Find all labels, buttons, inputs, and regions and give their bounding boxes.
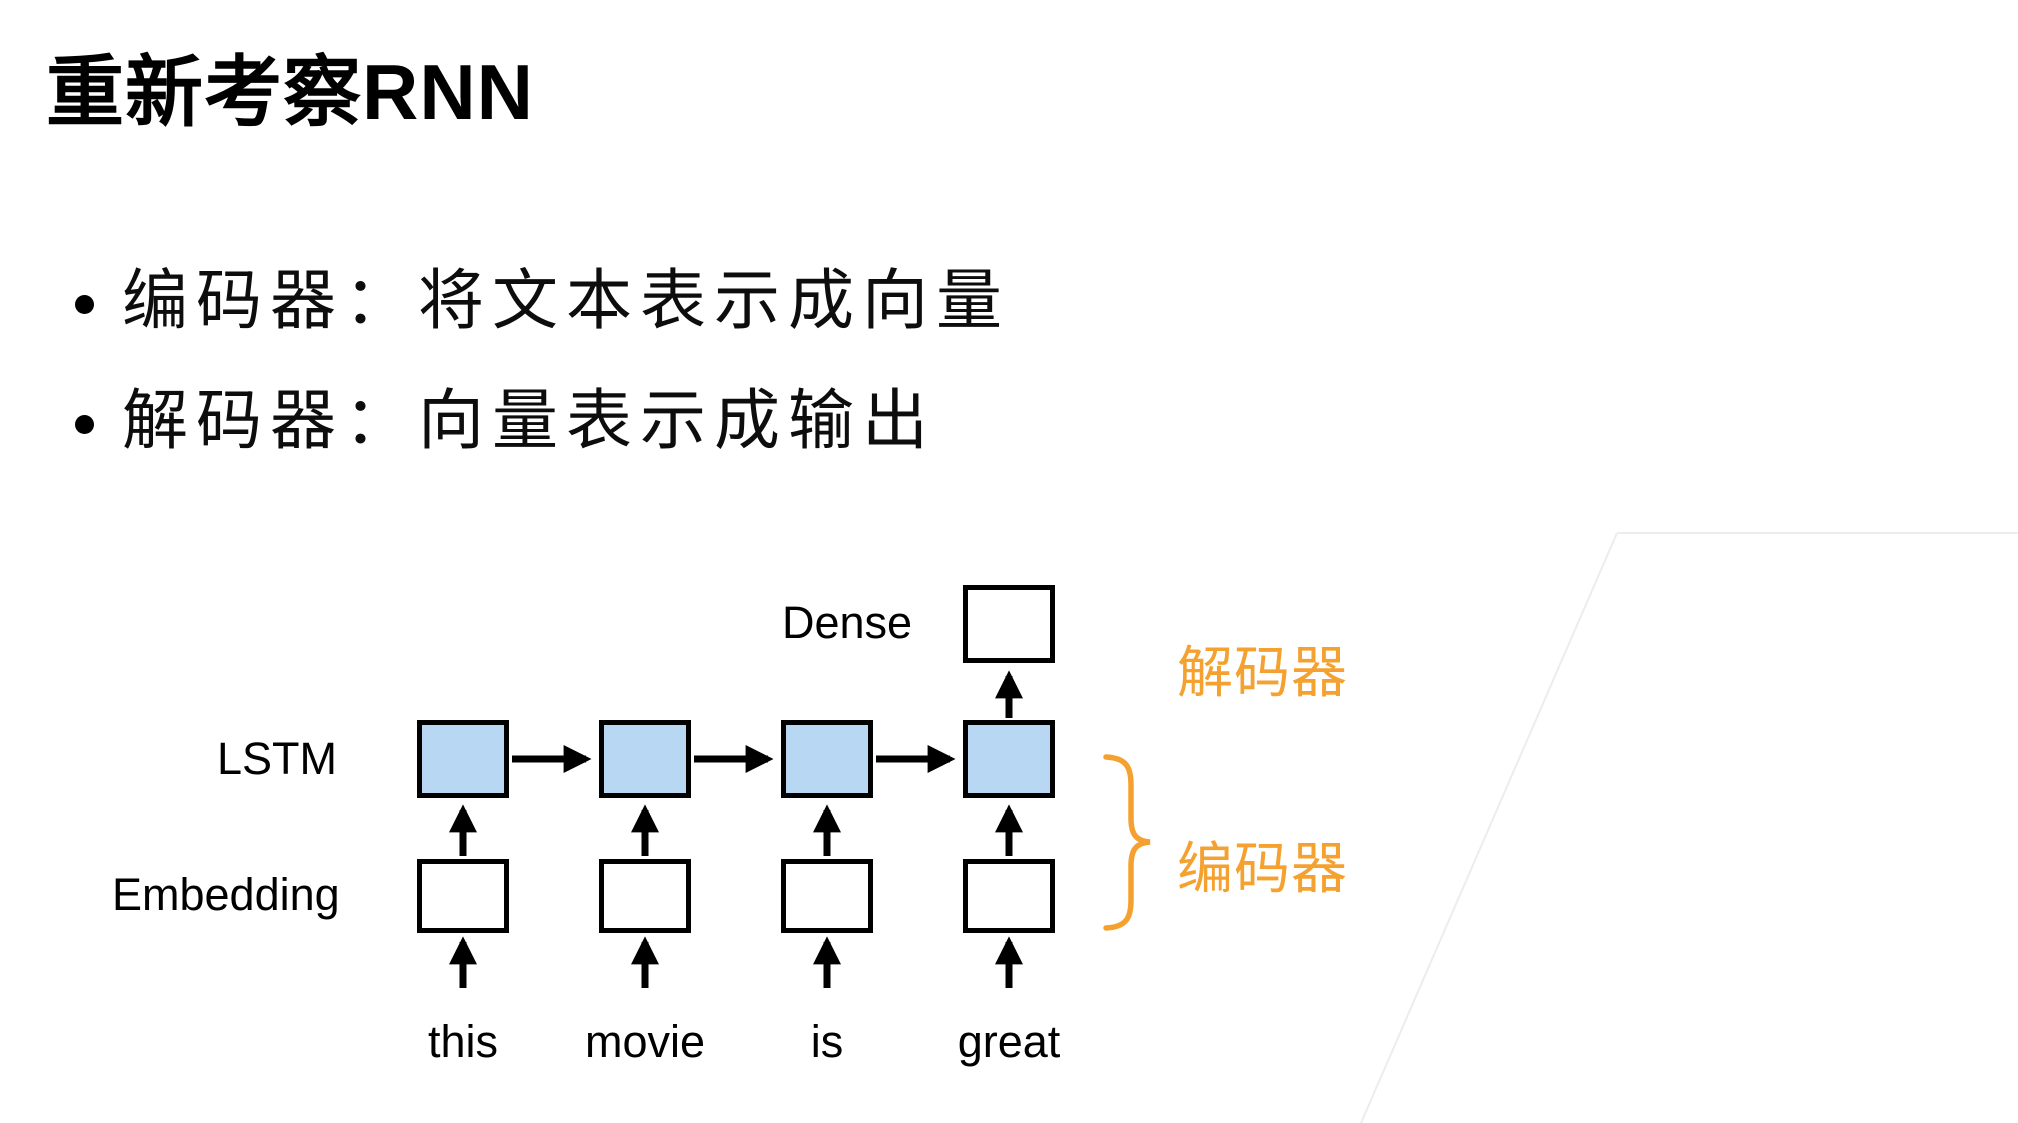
lstm-box-4 [963, 720, 1055, 798]
bullet-text: 解码器：向量表示成输出 [122, 383, 936, 457]
input-word-3: is [810, 1016, 844, 1067]
embedding-box-1 [417, 859, 509, 933]
bullet-item-decoder: 解码器：向量表示成输出 [75, 372, 936, 468]
bullet-dot-icon [75, 294, 94, 314]
embedding-to-lstm-arrows [449, 804, 1023, 856]
input-word-2: movie [584, 1016, 706, 1067]
encoder-brace [1103, 754, 1151, 931]
slide-title: 重新考察RNN [46, 48, 534, 136]
lstm-box-1 [417, 720, 509, 798]
bullet-item-encoder: 编码器：将文本表示成向量 [75, 252, 1010, 348]
embedding-label: Embedding [112, 869, 340, 920]
input-word-1: this [427, 1016, 499, 1067]
decoder-annotation: 解码器 [1177, 641, 1348, 704]
lstm-box-3 [781, 720, 873, 798]
background-template-lines [1360, 532, 2018, 1123]
dense-box [963, 585, 1055, 663]
embedding-box-3 [781, 859, 873, 933]
input-word-4: great [957, 1016, 1061, 1067]
lstm-box-2 [599, 720, 691, 798]
encoder-annotation: 编码器 [1177, 837, 1348, 900]
lstm-label: LSTM [217, 733, 338, 784]
embedding-box-2 [599, 859, 691, 933]
dense-label: Dense [782, 597, 913, 648]
bullet-text: 编码器：将文本表示成向量 [122, 263, 1010, 337]
input-to-embedding-arrows [449, 936, 1023, 988]
embedding-box-4 [963, 859, 1055, 933]
bullet-dot-icon [75, 414, 94, 434]
